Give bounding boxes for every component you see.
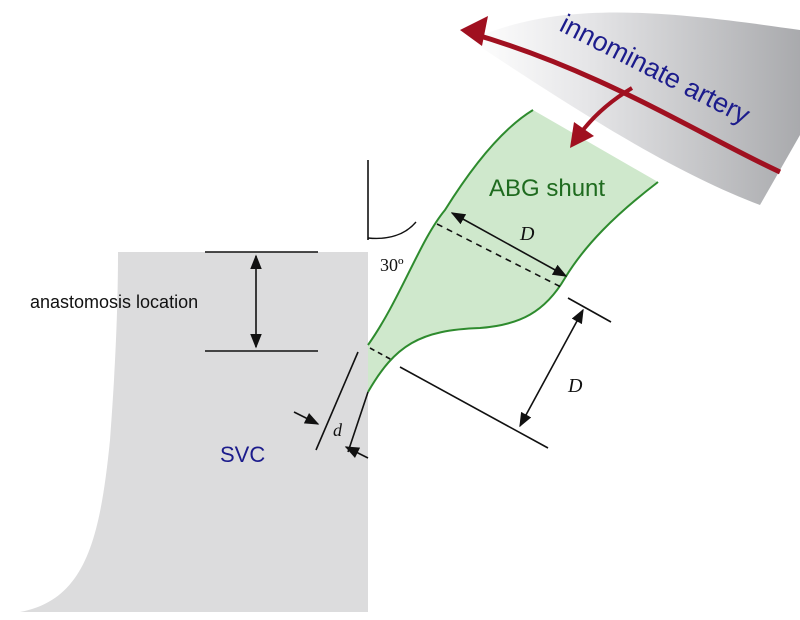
shunt-flow-arrow: [581, 86, 634, 132]
anastomosis-label: anastomosis location: [30, 292, 198, 312]
angle-arc: [367, 221, 417, 240]
small-d-arrow-right: [344, 446, 369, 459]
svc-label: SVC: [220, 442, 265, 467]
shunt-section-lower: [369, 347, 393, 361]
small-d-extension-right: [347, 391, 369, 453]
abg-shunt-left-wall: [367, 109, 534, 346]
shunt-diameter-arrow-lower: [519, 308, 584, 428]
shunt-dim-extension-bottom: [399, 366, 549, 449]
shunt-dim-extension-top: [567, 297, 612, 323]
shunt-diameter-arrow-upper: [450, 212, 568, 277]
shunt-label: ABG shunt: [489, 175, 605, 202]
shunt-diameter-label-lower: D: [567, 375, 583, 397]
small-d-arrow-left: [293, 411, 320, 425]
abg-shunt: [368, 110, 658, 392]
small-d-extension-left: [315, 351, 359, 451]
shunt-flow-arrowhead: [570, 122, 594, 148]
svc-vessel: [20, 252, 368, 612]
artery-flow-arrow: [469, 30, 782, 175]
angle-label: 30º: [380, 255, 404, 275]
small-diameter-label: d: [333, 420, 343, 440]
artery-flow-arrowhead: [460, 16, 488, 46]
shunt-diameter-label-upper: D: [519, 223, 535, 245]
